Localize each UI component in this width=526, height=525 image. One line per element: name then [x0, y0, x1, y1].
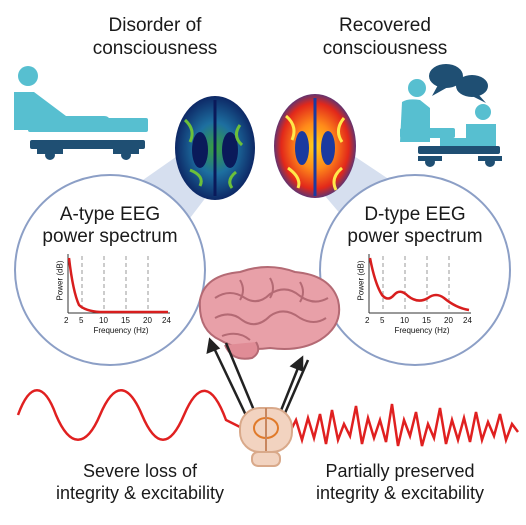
brain-icon	[198, 266, 341, 360]
heading-recovered: Recovered consciousness	[322, 15, 448, 59]
xtick-d-4: 20	[444, 316, 453, 325]
xtick-d-2: 10	[400, 316, 409, 325]
xtick-a-2: 10	[99, 316, 108, 325]
patients-conversing-icon	[400, 79, 502, 167]
ylabel-d: Power (dB)	[356, 260, 366, 301]
xtick-a-3: 15	[121, 316, 130, 325]
spectrum-plot-d	[368, 254, 471, 314]
xtick-d-1: 5	[380, 316, 385, 325]
eeg-wave-slow	[16, 389, 247, 441]
pet-scan-recovered	[274, 94, 356, 198]
xtick-a-5: 24	[162, 316, 171, 325]
label-partially-preserved: Partially preserved integrity & excitabi…	[315, 461, 485, 503]
xtick-d-3: 15	[422, 316, 431, 325]
xlabel-a: Frequency (Hz)	[93, 326, 149, 335]
spectrum-title-a: A-type EEG power spectrum	[42, 204, 178, 247]
ylabel-a: Power (dB)	[55, 260, 65, 301]
xtick-d-0: 2	[365, 316, 370, 325]
label-severe-loss: Severe loss of integrity & excitability	[55, 461, 225, 503]
speech-bubbles-icon	[429, 64, 488, 103]
spectrum-title-d: D-type EEG power spectrum	[347, 204, 483, 247]
spectrum-circle-d	[319, 174, 511, 366]
patient-in-bed-icon	[14, 66, 148, 160]
spectrum-plot-a	[67, 254, 170, 314]
eeg-wave-fast	[288, 403, 519, 447]
xlabel-d: Frequency (Hz)	[394, 326, 450, 335]
xtick-a-0: 2	[64, 316, 69, 325]
xtick-d-5: 24	[463, 316, 472, 325]
spectrum-circle-a	[14, 174, 206, 366]
pet-scan-disorder	[175, 96, 255, 200]
xtick-a-1: 5	[79, 316, 84, 325]
brainstem-icon	[239, 407, 293, 467]
xtick-a-4: 20	[143, 316, 152, 325]
heading-disorder: Disorder of consciousness	[92, 15, 218, 59]
